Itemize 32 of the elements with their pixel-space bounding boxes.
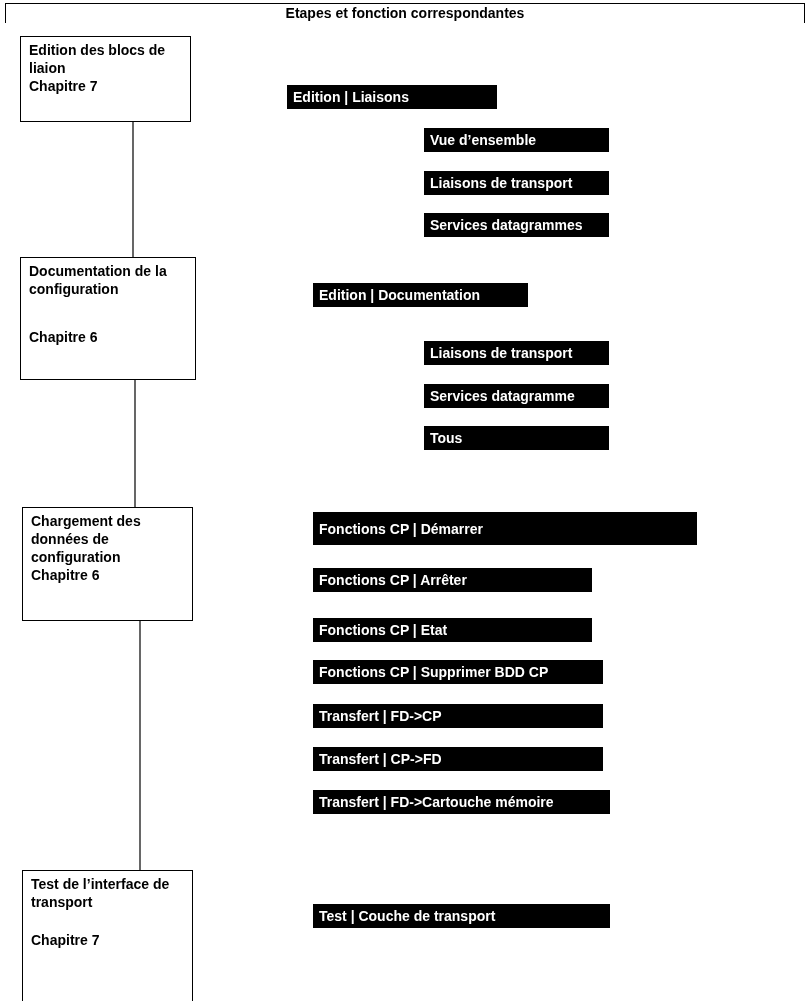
- menu-command-bar: Fonctions CP | Démarrer: [313, 512, 697, 545]
- connector-line: [132, 121, 134, 258]
- menu-command-bar: Edition | Liaisons: [287, 85, 497, 109]
- chapter-ref: Chapitre 7: [31, 931, 101, 949]
- menu-command-bar: Transfert | FD->CP: [313, 704, 603, 728]
- chapter-ref: Chapitre 7: [29, 77, 99, 95]
- menu-command-bar: Services datagrammes: [424, 213, 609, 237]
- menu-command-bar: Liaisons de transport: [424, 171, 609, 195]
- step-title: Documentation de la configuration: [29, 262, 168, 298]
- menu-command-bar: Services datagramme: [424, 384, 609, 408]
- chapter-ref: Chapitre 6: [31, 566, 101, 584]
- step-box: [22, 870, 193, 1001]
- menu-command-bar: Tous: [424, 426, 609, 450]
- step-box: [20, 36, 191, 122]
- connector-line: [134, 379, 136, 508]
- menu-command-bar: Liaisons de transport: [424, 341, 609, 365]
- menu-command-bar: Transfert | CP->FD: [313, 747, 603, 771]
- menu-command-bar: Fonctions CP | Supprimer BDD CP: [313, 660, 603, 684]
- chapter-ref: Chapitre 6: [29, 328, 99, 346]
- title: Etapes et fonction correspondantes: [5, 3, 805, 23]
- step-title: Test de l’interface de transport: [31, 875, 171, 911]
- menu-command-bar: Fonctions CP | Etat: [313, 618, 592, 642]
- menu-command-bar: Transfert | FD->Cartouche mémoire: [313, 790, 610, 814]
- menu-command-bar: Edition | Documentation: [313, 283, 528, 307]
- step-box: [20, 257, 196, 380]
- menu-command-bar: Fonctions CP | Arrêter: [313, 568, 592, 592]
- step-title: Edition des blocs de liaion: [29, 41, 167, 77]
- connector-line: [139, 620, 141, 871]
- menu-command-bar: Vue d’ensemble: [424, 128, 609, 152]
- step-box: [22, 507, 193, 621]
- step-title: Chargement des données de configuration: [31, 512, 142, 566]
- menu-command-bar: Test | Couche de transport: [313, 904, 610, 928]
